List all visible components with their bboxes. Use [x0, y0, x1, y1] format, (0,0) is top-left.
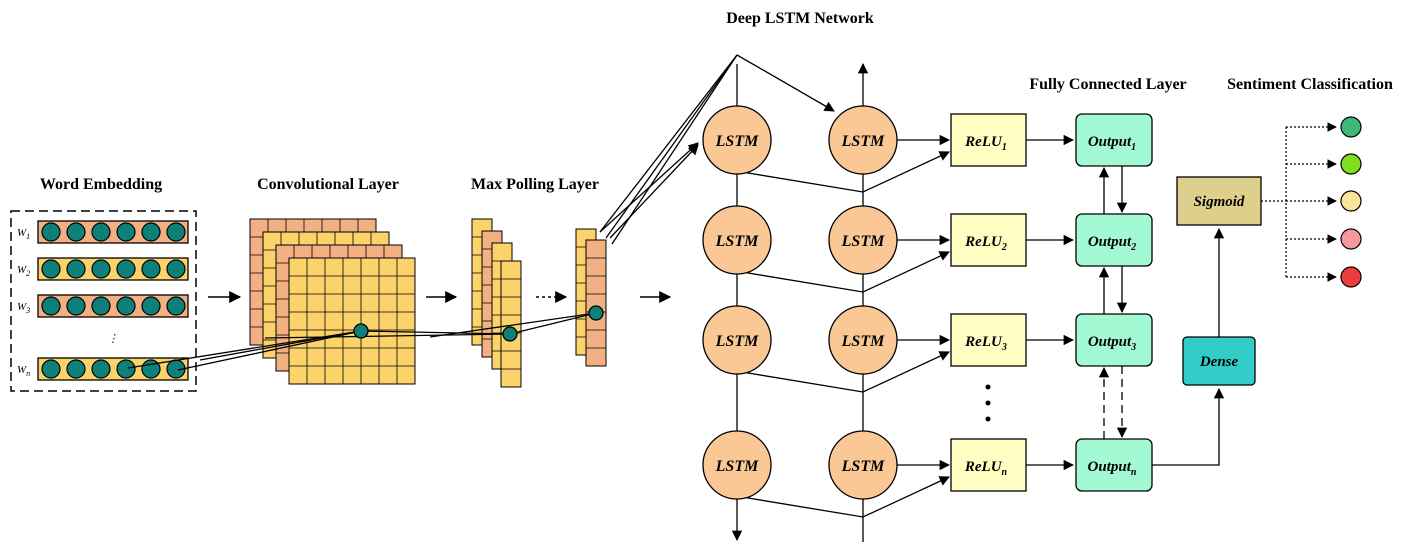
relu-box	[950, 113, 1027, 167]
lstm-cell-label: LSTM	[841, 133, 885, 150]
embedding-node	[116, 359, 136, 379]
relu-label: ReLU2	[964, 234, 1007, 253]
embedding-vertical-dots: ⋮	[108, 333, 119, 345]
relu-label: ReLU1	[964, 134, 1007, 153]
lstm-cell-label: LSTM	[841, 458, 885, 475]
sigmoid-label: Sigmoid	[1194, 194, 1245, 210]
output-label: Output2	[1088, 234, 1136, 253]
lstm-cell	[828, 105, 898, 175]
embedding-node	[141, 222, 161, 242]
pool-to-lstm-lines	[599, 54, 835, 245]
embedding-node	[41, 259, 61, 279]
arrow-output-to-dense	[1152, 387, 1225, 466]
embedding-node	[166, 222, 186, 242]
output-box	[1075, 313, 1153, 367]
deep-lstm-title: Deep LSTM Network	[726, 10, 874, 27]
max-pool-block	[471, 218, 522, 388]
embedding-dashed-box	[10, 210, 197, 392]
embedding-node	[166, 296, 186, 316]
lstm-cell-label: LSTM	[715, 458, 759, 475]
conv-feature-map	[288, 257, 416, 385]
embedding-node	[66, 259, 86, 279]
sentiment-class-node	[1340, 190, 1362, 212]
sentiment-title: Sentiment Classification	[1227, 76, 1393, 93]
embedding-node	[91, 296, 111, 316]
embedding-row-label: W2	[17, 264, 30, 278]
embedding-row-label: W3	[17, 301, 30, 315]
output-label: Output3	[1088, 334, 1136, 353]
relu-label: ReLU3	[964, 334, 1007, 353]
max-pool-title: Max Polling Layer	[471, 176, 599, 193]
lstm-cell	[828, 205, 898, 275]
pool-feature-node	[502, 326, 518, 342]
lstm-cell-label: LSTM	[715, 133, 759, 150]
output-label: Outputn	[1088, 459, 1137, 478]
lstm-cell	[828, 305, 898, 375]
relu-label: ReLUn	[964, 459, 1008, 478]
lstm-cell-label: LSTM	[715, 233, 759, 250]
conv-feature-node	[353, 323, 369, 339]
embedding-node	[91, 222, 111, 242]
output-box	[1075, 213, 1153, 267]
embedding-node	[116, 296, 136, 316]
lstm-cell-label: LSTM	[715, 333, 759, 350]
pooled-vector	[585, 239, 607, 367]
lstm-cell	[702, 430, 772, 500]
embedding-node	[116, 222, 136, 242]
lstm-cell	[702, 305, 772, 375]
sentiment-class-node	[1340, 153, 1362, 175]
embedding-node	[141, 296, 161, 316]
sentiment-class-node	[1340, 228, 1362, 250]
embedding-node	[41, 296, 61, 316]
embedding-node	[116, 259, 136, 279]
embedding-row-label: Wn	[17, 364, 30, 378]
sentiment-class-node	[1340, 266, 1362, 288]
lstm-network: LSTM LSTM LSTM LSTM LSTM LSTM LSTM LSTM	[702, 62, 951, 542]
embedding-node	[66, 222, 86, 242]
embedding-node	[41, 222, 61, 242]
pooled-vector-block	[575, 228, 607, 367]
fc-layer-title: Fully Connected Layer	[1029, 76, 1186, 93]
output-label: Output1	[1088, 134, 1136, 153]
pooled-feature-node	[588, 305, 604, 321]
embedding-node	[66, 296, 86, 316]
relu-vertical-dots	[985, 384, 991, 422]
output-box	[1075, 113, 1153, 167]
embedding-node	[91, 259, 111, 279]
relu-box	[950, 213, 1027, 267]
embedding-row-label: W1	[17, 227, 30, 241]
embedding-node	[91, 359, 111, 379]
lstm-cell-label: LSTM	[841, 233, 885, 250]
sentiment-classes	[1261, 116, 1362, 288]
word-embedding-title: Word Embedding	[40, 176, 162, 193]
convolutional-layer-block	[249, 218, 416, 385]
dense-label: Dense	[1199, 354, 1239, 370]
receptive-field-lines	[127, 312, 597, 371]
lstm-cell	[702, 205, 772, 275]
embedding-node	[41, 359, 61, 379]
lstm-cell	[702, 105, 772, 175]
lstm-cell	[828, 430, 898, 500]
lstm-cell-label: LSTM	[841, 333, 885, 350]
embedding-node	[141, 259, 161, 279]
embedding-node	[66, 359, 86, 379]
conv-layer-title: Convolutional Layer	[257, 176, 399, 193]
sentiment-class-node	[1340, 116, 1362, 138]
embedding-node	[166, 259, 186, 279]
